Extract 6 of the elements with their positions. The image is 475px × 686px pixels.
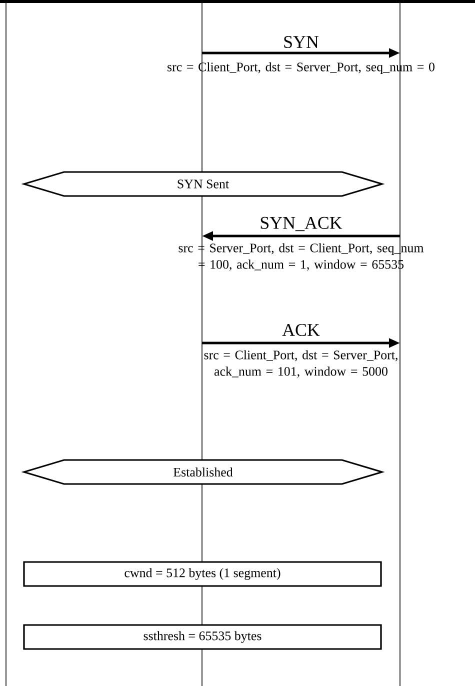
- message-label: SYN_ACK: [260, 216, 342, 232]
- message-label: ACK: [282, 324, 320, 336]
- state-box: ssthresh = 65535 bytes: [23, 624, 382, 650]
- state-box: cwnd = 512 bytes (1 segment): [23, 561, 382, 587]
- message-label: SYN: [284, 36, 319, 48]
- message-details: src = Client_Port, dst = Server_Port, ack_num = 101, window = 5000: [204, 350, 398, 378]
